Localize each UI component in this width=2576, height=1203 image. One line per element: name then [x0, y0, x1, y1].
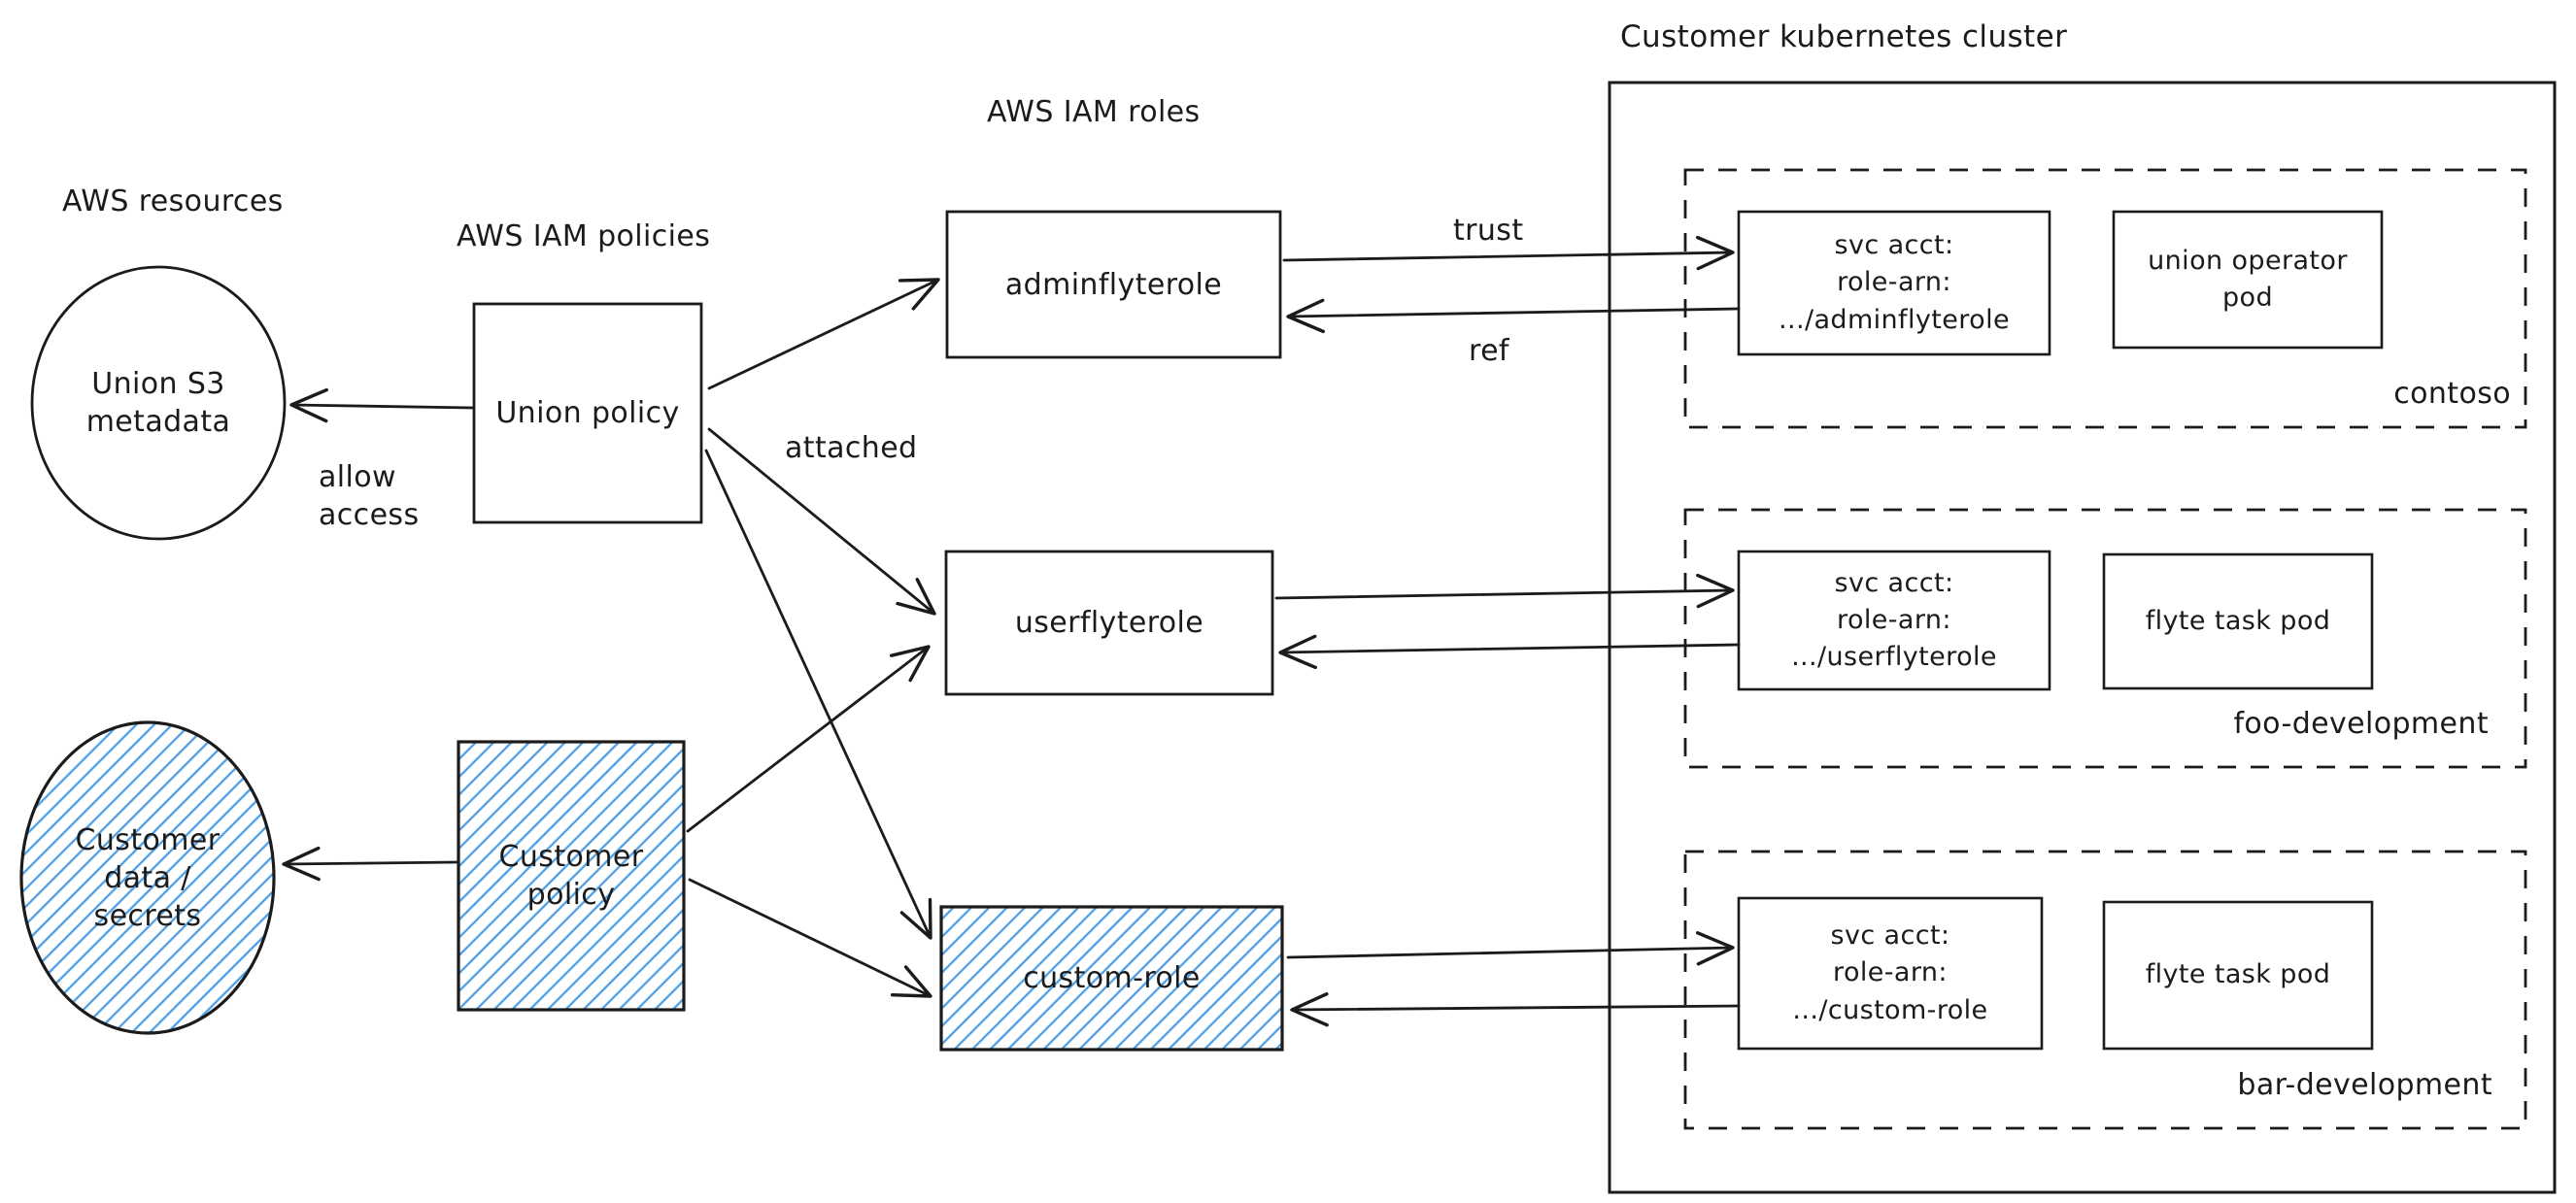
cluster-box	[1608, 81, 2557, 1194]
node-svc-acct-userflyterole: svc acct: role-arn: .../userflyterole	[1791, 567, 1997, 673]
svc-acct-custom-box	[1737, 896, 2044, 1051]
node-union-operator-pod: union operator pod	[2148, 245, 2348, 313]
node-customer-data-secrets: Customer data / secrets	[75, 822, 220, 933]
arrow-customer-policy-to-custom-role	[688, 878, 932, 998]
node-userflyterole: userflyterole	[1014, 606, 1204, 640]
node-customer-policy: Customer policy	[498, 840, 644, 912]
namespace-bar-box	[1683, 850, 2527, 1130]
label-ref: ref	[1469, 334, 1509, 368]
label-namespace-contoso: contoso	[2393, 377, 2511, 411]
node-custom-role: custom-role	[1023, 961, 1201, 995]
userflyterole-box	[944, 550, 1274, 696]
arrow-svc-to-userflyterole	[1278, 634, 1741, 670]
label-aws-iam-roles: AWS IAM roles	[987, 95, 1201, 129]
flyte-task-pod-bar-box	[2102, 900, 2374, 1051]
customer-policy-box	[457, 740, 686, 1012]
node-union-policy: Union policy	[495, 396, 680, 430]
label-namespace-foo-development: foo-development	[2233, 707, 2489, 741]
svc-acct-admin-box	[1737, 210, 2051, 356]
arrow-union-policy-to-union-s3	[289, 387, 474, 423]
arrow-svc-to-custom-role	[1290, 991, 1741, 1027]
namespace-foo-box	[1683, 508, 2527, 769]
label-allow-access: allow access	[319, 460, 420, 532]
union-operator-pod-box	[2112, 210, 2384, 350]
namespace-contoso-box	[1683, 168, 2527, 429]
arrow-customer-policy-to-customer-data	[282, 846, 458, 882]
arrow-union-policy-to-custom-role	[704, 449, 932, 940]
arrow-union-policy-to-adminflyterole	[707, 278, 940, 390]
node-svc-acct-adminflyterole: svc acct: role-arn: .../adminflyterole	[1779, 230, 2010, 335]
label-namespace-bar-development: bar-development	[2237, 1068, 2492, 1102]
flyte-task-pod-foo-box	[2102, 552, 2374, 690]
node-flyte-task-pod-foo: flyte task pod	[2145, 605, 2331, 636]
arrow-custom-role-to-svc	[1286, 931, 1735, 966]
label-attached: attached	[785, 431, 918, 465]
label-trust: trust	[1453, 214, 1524, 248]
customer-data-ellipse	[19, 720, 276, 1035]
arrow-trust-admin-to-svc	[1282, 235, 1735, 271]
arrow-userflyterole-to-svc	[1274, 573, 1735, 609]
custom-role-box	[939, 905, 1284, 1052]
adminflyterole-box	[945, 210, 1282, 359]
union-policy-box	[472, 302, 703, 524]
arrow-union-policy-to-userflyterole	[707, 427, 936, 616]
node-flyte-task-pod-bar: flyte task pod	[2145, 959, 2331, 990]
arrow-customer-policy-to-userflyterole	[686, 645, 931, 833]
node-svc-acct-custom-role: svc acct: role-arn: .../custom-role	[1792, 920, 1988, 1025]
svc-acct-user-box	[1737, 550, 2051, 691]
arrow-ref-svc-to-admin	[1286, 298, 1741, 334]
label-aws-iam-policies: AWS IAM policies	[457, 219, 711, 253]
label-aws-resources: AWS resources	[62, 184, 284, 218]
node-adminflyterole: adminflyterole	[1004, 267, 1223, 302]
node-union-s3-metadata: Union S3 metadata	[85, 367, 231, 439]
label-cluster-title: Customer kubernetes cluster	[1620, 19, 2068, 54]
union-s3-ellipse	[30, 265, 287, 541]
